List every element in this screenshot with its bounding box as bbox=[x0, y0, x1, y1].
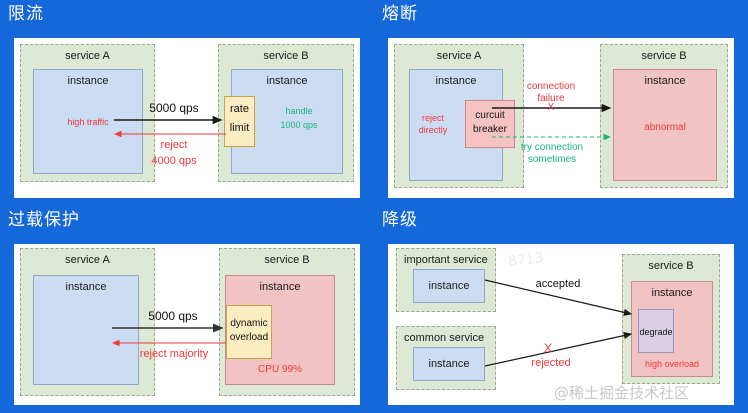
reject-label-line1: reject bbox=[160, 138, 188, 151]
faint-watermark: 8713 bbox=[507, 250, 545, 270]
failure-x-mark: X bbox=[547, 102, 555, 114]
service-b-label: service B bbox=[263, 50, 309, 62]
high-traffic-note: high traffic bbox=[67, 116, 109, 127]
service-b-label: service B bbox=[641, 50, 687, 62]
degrade-label: degrade bbox=[639, 326, 673, 337]
service-a-instance: instance high traffic bbox=[33, 69, 143, 174]
dynamic-overload-box: dynamic overload bbox=[226, 305, 272, 359]
important-instance-label: instance bbox=[428, 280, 470, 292]
service-b-label: service B bbox=[648, 260, 694, 272]
panel-circuit-breaking: service A instance reject directly curcu… bbox=[388, 38, 734, 198]
service-a-container: service A instance high traffic bbox=[20, 44, 155, 182]
rate-limit-box: rate limit bbox=[224, 96, 255, 147]
circuit-breaker-line1: curcuit bbox=[475, 110, 505, 122]
service-b-container: service B instance CPU 99% dynamic overl… bbox=[219, 248, 355, 396]
service-a-label: service A bbox=[65, 254, 110, 266]
panel-rate-limiting: service A instance high traffic service … bbox=[14, 38, 360, 198]
service-a-label: service A bbox=[436, 50, 482, 62]
quadrant-title-circuit-breaking: 熔断 bbox=[382, 4, 418, 24]
common-service-container: common service instance bbox=[396, 326, 496, 390]
dynamic-overload-line2: overload bbox=[229, 332, 269, 344]
try-connection-line1: try connection bbox=[520, 142, 584, 154]
forward-arrow-label: 5000 qps bbox=[149, 100, 199, 115]
common-service-label: common service bbox=[404, 332, 485, 344]
service-a-instance: instance bbox=[33, 275, 139, 385]
service-a-container: service A instance bbox=[20, 248, 155, 396]
service-b-instance-label: instance bbox=[651, 287, 693, 299]
service-b-instance-label: instance bbox=[644, 75, 686, 87]
reject-majority-label: reject majority bbox=[139, 347, 209, 360]
quadrant-overload-protection: 过载保护 service A instance service B instan… bbox=[0, 206, 374, 413]
service-b-container: service B instance abnormal bbox=[600, 44, 728, 188]
reject-directly-line1: reject bbox=[421, 113, 444, 124]
service-b-label: service B bbox=[264, 254, 310, 266]
accepted-label: accepted bbox=[535, 277, 581, 290]
panel-degradation: 8713 important service instance common s… bbox=[388, 244, 734, 405]
circuit-breaker-box: curcuit breaker bbox=[465, 100, 515, 148]
dynamic-overload-line1: dynamic bbox=[230, 318, 268, 330]
handle-line2: 1000 qps bbox=[280, 119, 318, 130]
rejected-x-mark: X bbox=[543, 341, 552, 356]
site-watermark: @稀土掘金技术社区 bbox=[554, 384, 690, 402]
degrade-box: degrade bbox=[638, 309, 674, 353]
circuit-breaker-line2: breaker bbox=[473, 124, 507, 136]
service-b-instance-label: instance bbox=[266, 75, 308, 87]
quadrant-title-rate-limiting: 限流 bbox=[8, 4, 44, 24]
reject-label-line2: 4000 qps bbox=[151, 154, 197, 167]
important-service-container: important service instance bbox=[396, 248, 496, 312]
service-a-container: service A instance reject directly curcu… bbox=[394, 44, 524, 188]
quadrant-title-overload-protection: 过载保护 bbox=[8, 210, 80, 230]
important-service-label: important service bbox=[404, 254, 488, 266]
rejected-label: rejected bbox=[531, 356, 571, 369]
reject-directly-line2: directly bbox=[418, 125, 448, 136]
connection-failure-line2: failure bbox=[537, 93, 565, 105]
service-a-instance-label: instance bbox=[435, 75, 477, 87]
service-a-instance-label: instance bbox=[67, 75, 109, 87]
quadrant-circuit-breaking: 熔断 service A instance reject directly cu… bbox=[374, 0, 748, 206]
common-service-instance: instance bbox=[413, 347, 485, 381]
rate-limit-line1: rate bbox=[230, 103, 249, 116]
service-b-container: service B instance rate limit handle 100… bbox=[218, 44, 354, 182]
quadrant-rate-limiting: 限流 service A instance high traffic servi… bbox=[0, 0, 374, 206]
common-instance-label: instance bbox=[428, 358, 470, 370]
service-a-instance-label: instance bbox=[65, 281, 107, 293]
important-service-instance: instance bbox=[413, 269, 485, 303]
service-a-label: service A bbox=[65, 50, 110, 62]
handle-line1: handle bbox=[285, 105, 313, 116]
quadrant-degradation: 降级 8713 important service instance commo… bbox=[374, 206, 748, 413]
panel-overload-protection: service A instance service B instance CP… bbox=[14, 244, 360, 405]
try-connection-line2: sometimes bbox=[527, 154, 577, 166]
abnormal-note: abnormal bbox=[644, 122, 686, 134]
quadrant-title-degradation: 降级 bbox=[382, 210, 418, 230]
connection-failure-line1: connection bbox=[526, 81, 576, 93]
service-b-container: service B instance high overload degrade bbox=[622, 254, 720, 384]
service-b-instance-label: instance bbox=[259, 281, 301, 293]
cpu-label: CPU 99% bbox=[258, 364, 302, 376]
service-b-instance: instance abnormal bbox=[613, 69, 717, 181]
high-overload-note: high overload bbox=[644, 358, 700, 369]
forward-arrow-label: 5000 qps bbox=[148, 308, 198, 323]
rate-limit-line2: limit bbox=[229, 122, 250, 135]
